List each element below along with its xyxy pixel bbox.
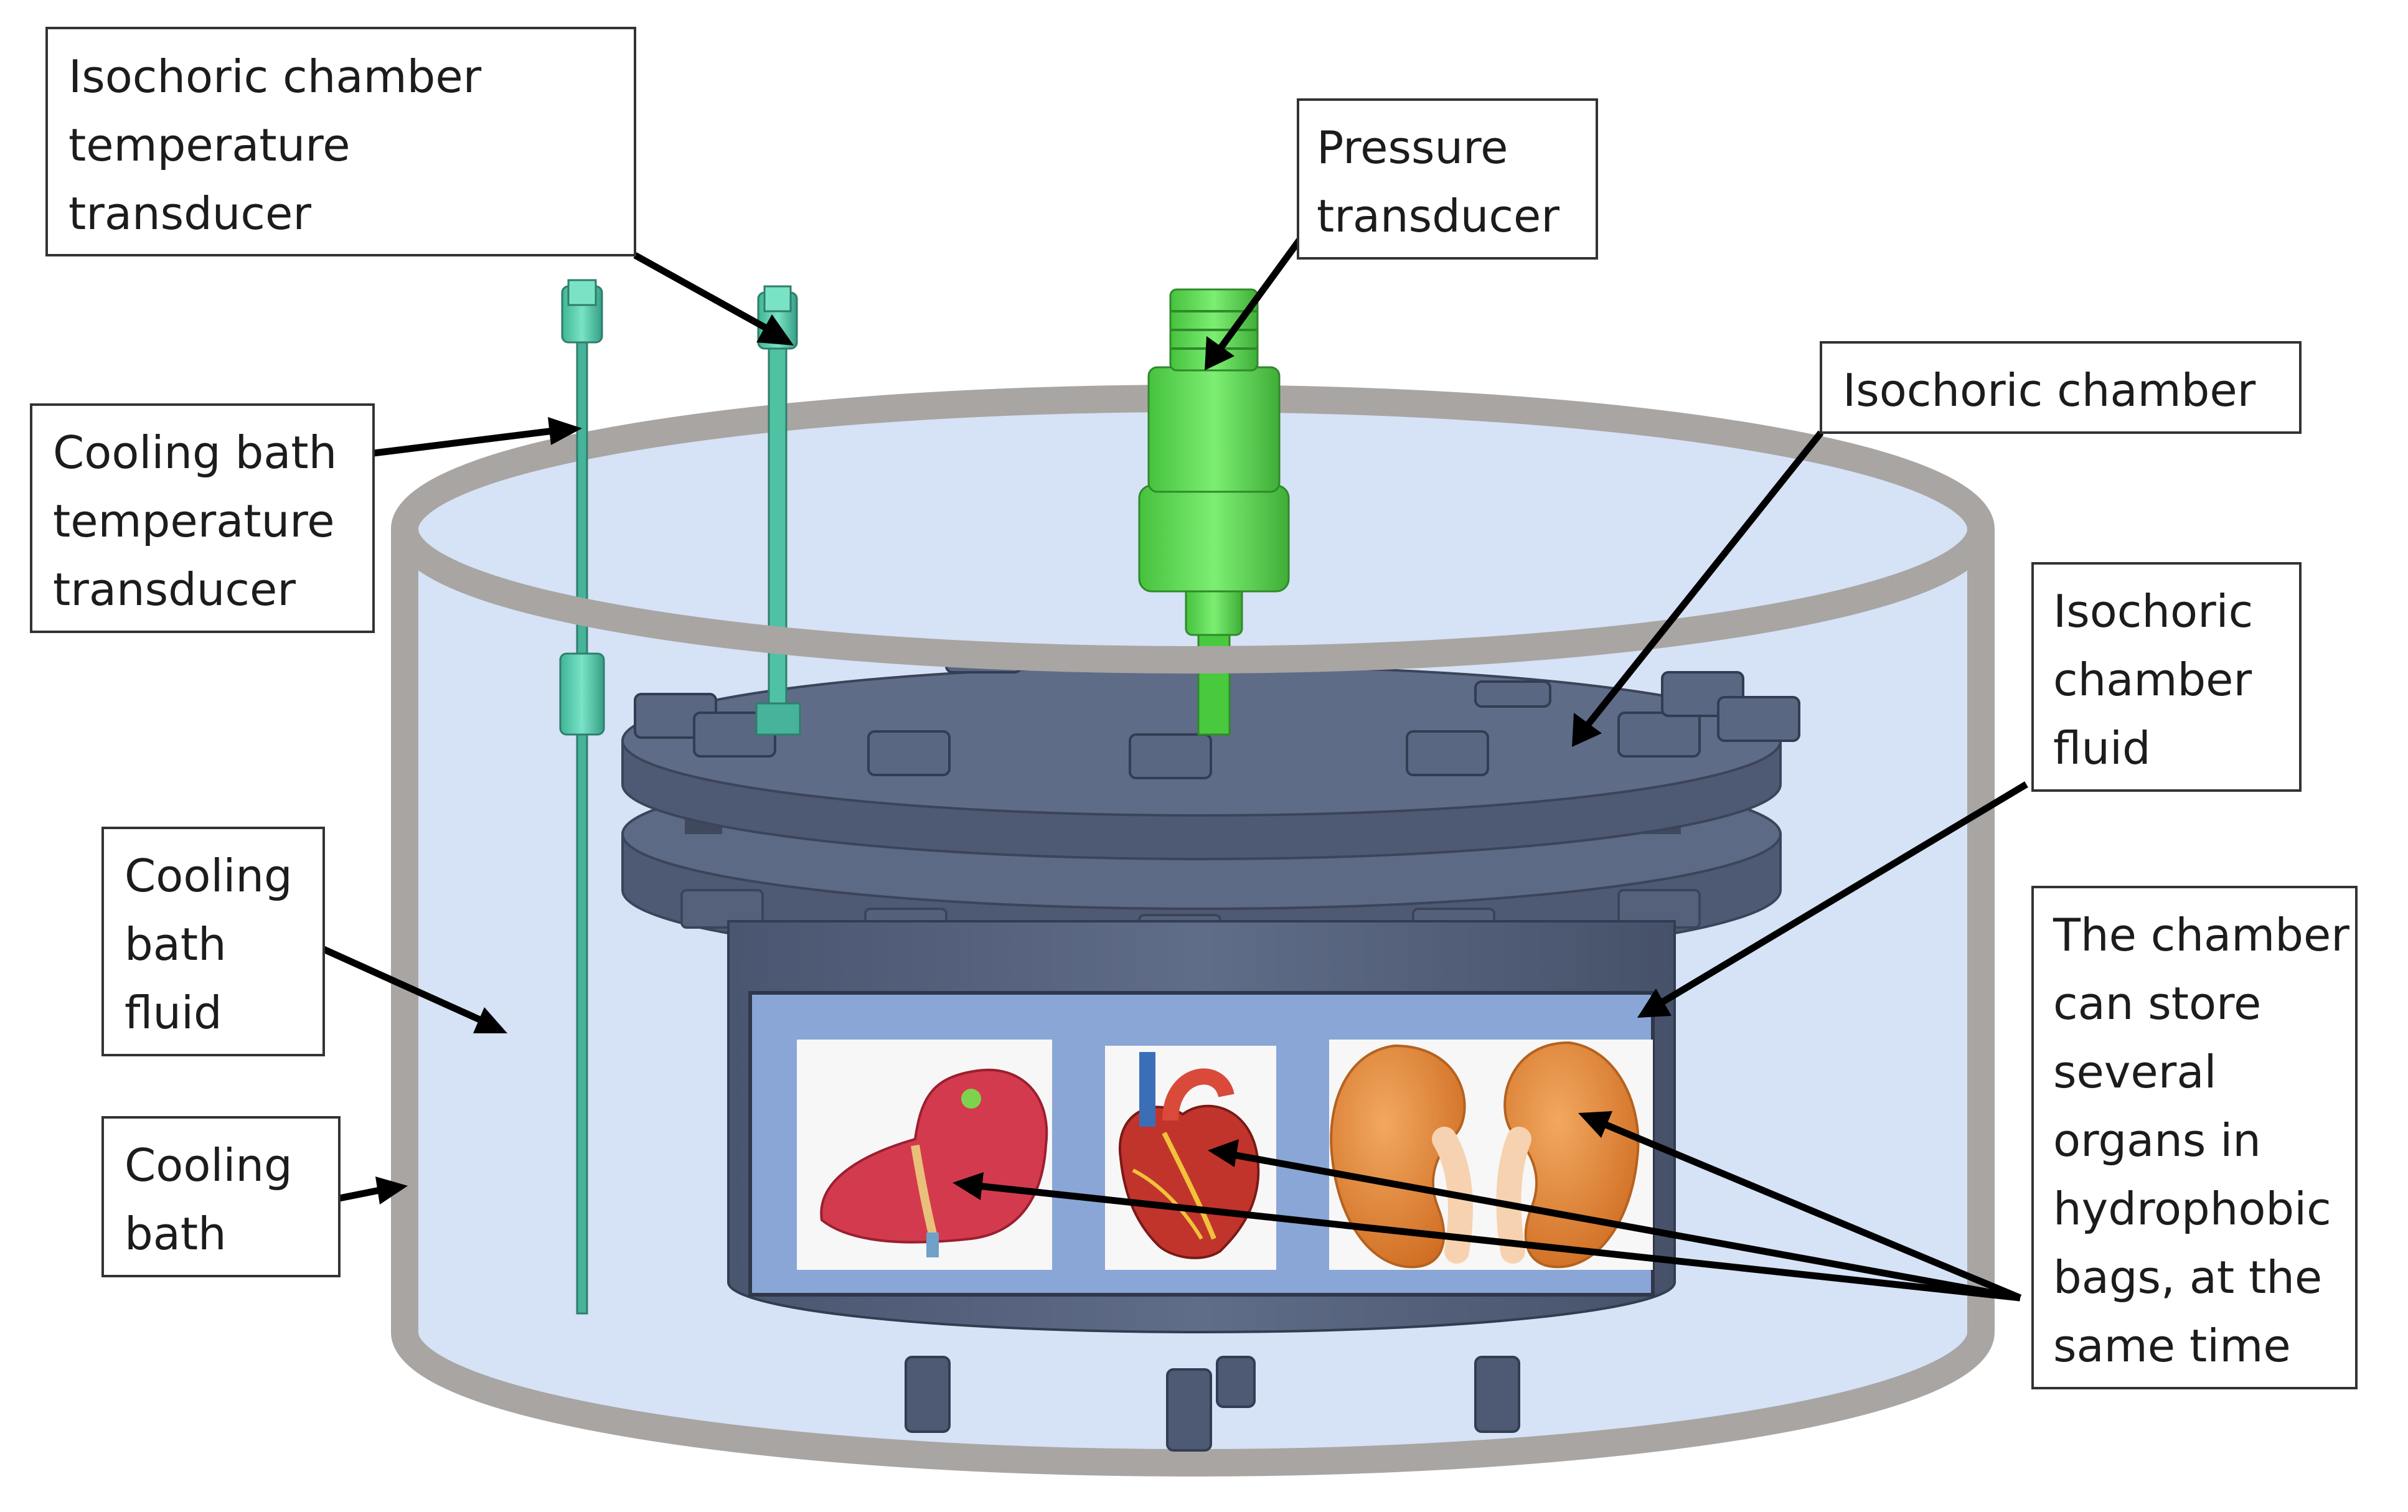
- callout-text: The chamber: [2053, 909, 2349, 961]
- organs: [797, 1040, 1653, 1270]
- callout-text: hydrophobic: [2053, 1183, 2331, 1235]
- callout-organs-note: The chamber can store several organs in …: [2031, 886, 2358, 1389]
- callout-text: bath: [125, 918, 227, 970]
- callout-text: bath: [125, 1208, 227, 1260]
- bath-temperature-transducer: [559, 279, 605, 1315]
- callout-text: temperature: [68, 119, 350, 171]
- callout-text: Pressure: [1317, 121, 1508, 174]
- cooling-bath-rim: [391, 528, 1995, 674]
- callout-text: transducer: [68, 187, 311, 240]
- callout-text: can store: [2053, 977, 2261, 1030]
- callout-cooling-bath: Cooling bath: [101, 1116, 341, 1277]
- callout-text: same time: [2053, 1320, 2291, 1372]
- callout-pressure-transducer: Pressure transducer: [1297, 98, 1598, 260]
- callout-text: Isochoric chamber: [68, 50, 482, 103]
- callout-isochoric-chamber: Isochoric chamber: [1820, 341, 2302, 434]
- callout-text: Isochoric chamber: [1843, 364, 2256, 416]
- callout-text: fluid: [2053, 722, 2151, 774]
- callout-cooling-bath-fluid: Cooling bath fluid: [101, 827, 325, 1056]
- callout-text: organs in: [2053, 1114, 2261, 1167]
- callout-text: Cooling: [125, 850, 293, 902]
- callout-text: Isochoric: [2053, 585, 2253, 637]
- callout-text: fluid: [125, 987, 222, 1039]
- callout-bath-temperature-transducer: Cooling bath temperature transducer: [30, 403, 375, 633]
- callout-chamber-temperature-transducer: Isochoric chamber temperature transducer: [45, 27, 636, 256]
- arrows: [322, 231, 2028, 1302]
- callout-text: bags, at the: [2053, 1251, 2322, 1303]
- chamber-legs: [905, 1356, 1520, 1452]
- lid-bolts: [634, 646, 1800, 779]
- pressure-transducer: [1138, 288, 1290, 736]
- heart-icon: [1118, 1052, 1260, 1259]
- callout-text: Cooling: [125, 1139, 293, 1191]
- callout-text: transducer: [53, 563, 296, 616]
- callout-text: Cooling bath: [53, 426, 337, 479]
- callout-text: transducer: [1317, 190, 1559, 242]
- callout-isochoric-chamber-fluid: Isochoric chamber fluid: [2031, 562, 2302, 792]
- liver-icon: [820, 1068, 1048, 1257]
- callout-text: chamber: [2053, 654, 2252, 706]
- callout-text: temperature: [53, 495, 335, 547]
- callout-text: several: [2053, 1046, 2216, 1098]
